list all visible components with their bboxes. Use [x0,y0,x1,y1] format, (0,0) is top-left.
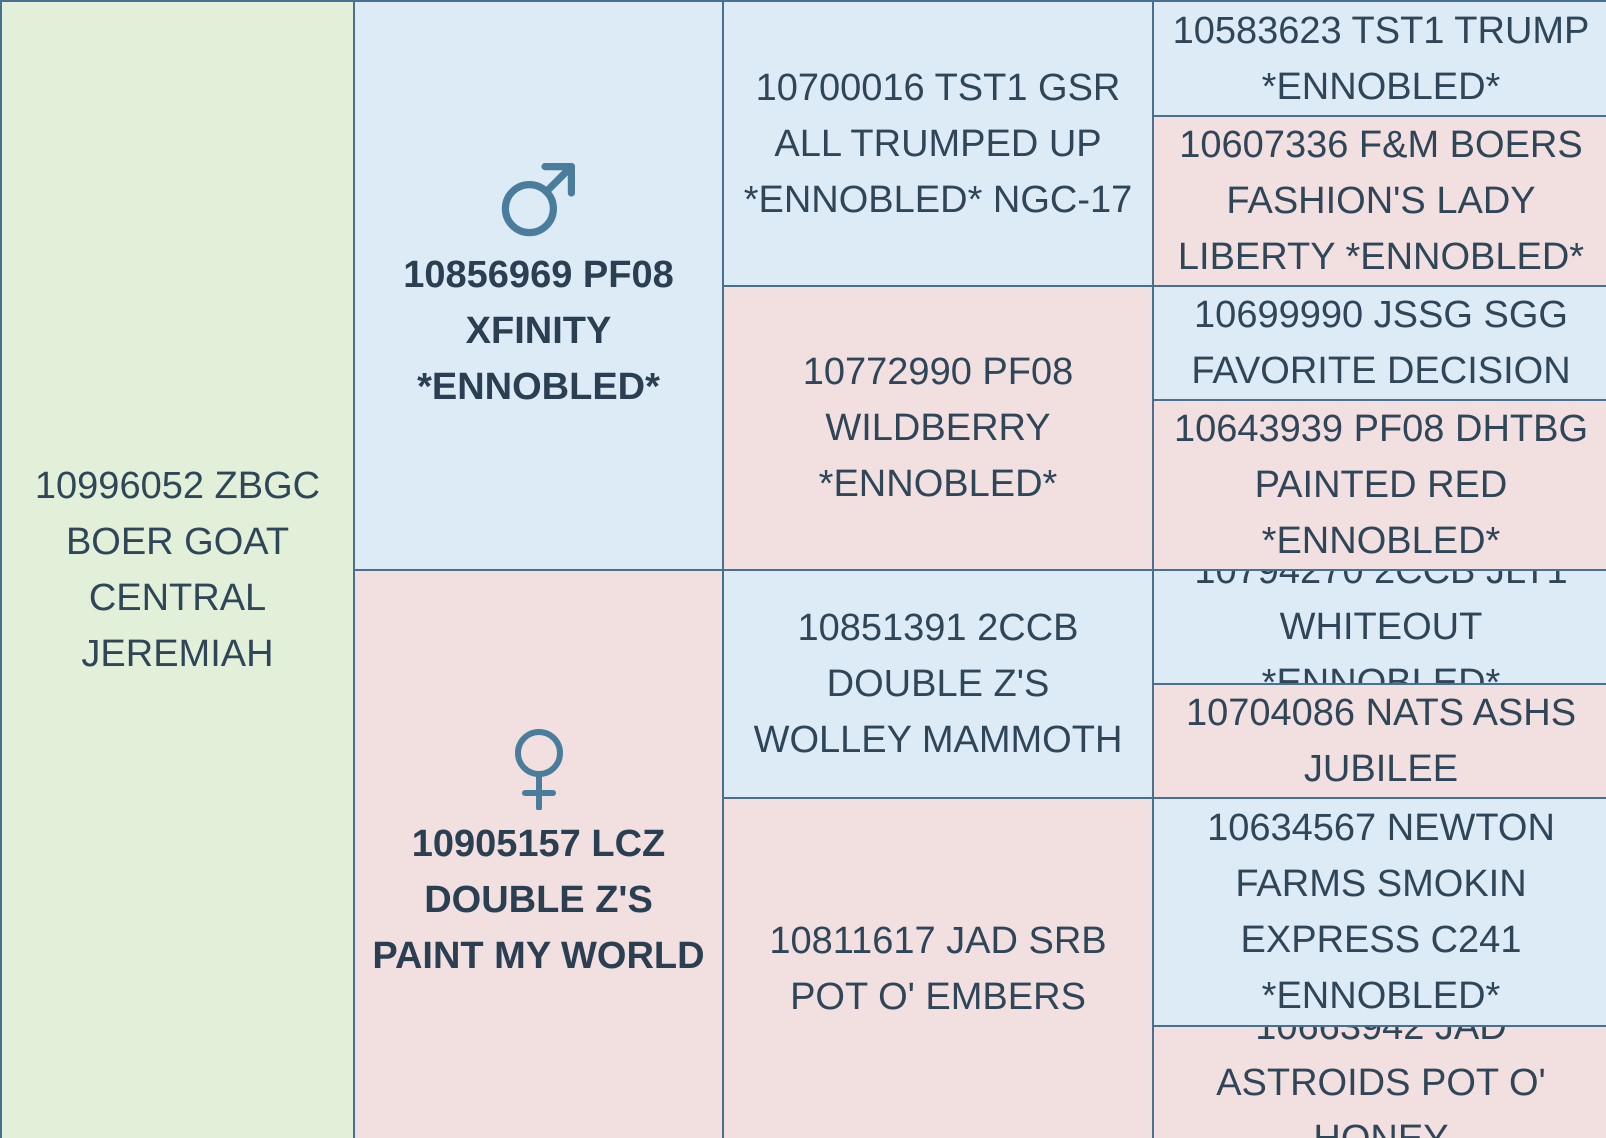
great-grandparent-name: 10607336 F&M BOERS FASHION'S LADY LIBERT… [1177,124,1585,278]
dam-cell[interactable]: 10905157 LCZ DOUBLE Z'S PAINT MY WORLD [355,571,724,1138]
great-grandparent-cell-2[interactable]: 10607336 F&M BOERS FASHION'S LADY LIBERT… [1154,117,1606,287]
great-grandparent-cell-1[interactable]: 10583623 TST1 TRUMP *ENNOBLED* [1154,2,1606,117]
granddam-paternal-name: 10772990 PF08 WILDBERRY *ENNOBLED* [802,351,1074,505]
great-grandparent-name: 10704086 NATS ASHS JUBILEE [1185,692,1577,790]
great-grandparent-cell-7[interactable]: 10634567 NEWTON FARMS SMOKIN EXPRESS C24… [1154,799,1606,1027]
great-grandparent-name: 10663942 JAD ASTROIDS POT O' HONEY [1216,1027,1546,1138]
female-symbol-icon [514,728,563,810]
male-symbol-icon [501,162,575,236]
grandsire-paternal-cell[interactable]: 10700016 TST1 GSR ALL TRUMPED UP *ENNOBL… [724,2,1154,287]
great-grandparent-cell-8[interactable]: 10663942 JAD ASTROIDS POT O' HONEY [1154,1027,1606,1138]
sire-cell[interactable]: 10856969 PF08 XFINITY *ENNOBLED* [355,2,724,571]
great-grandparent-cell-4[interactable]: 10643939 PF08 DHTBG PAINTED RED *ENNOBLE… [1154,401,1606,571]
great-grandparent-name: 10794270 2CCB JLT1 WHITEOUT *ENNOBLED* [1194,571,1568,685]
great-grandparent-name: 10583623 TST1 TRUMP *ENNOBLED* [1172,9,1590,108]
great-grandparent-cell-3[interactable]: 10699990 JSSG SGG FAVORITE DECISION [1154,287,1606,401]
granddam-maternal-name: 10811617 JAD SRB POT O' EMBERS [769,919,1107,1018]
subject-cell[interactable]: 10996052 ZBGC BOER GOAT CENTRAL JEREMIAH [2,2,355,1138]
great-grandparent-name: 10643939 PF08 DHTBG PAINTED RED *ENNOBLE… [1173,408,1588,562]
great-grandparent-name: 10699990 JSSG SGG FAVORITE DECISION [1191,294,1571,392]
great-grandparent-cell-6[interactable]: 10704086 NATS ASHS JUBILEE [1154,685,1606,799]
great-grandparent-name: 10634567 NEWTON FARMS SMOKIN EXPRESS C24… [1207,807,1555,1017]
subject-name: 10996052 ZBGC BOER GOAT CENTRAL JEREMIAH [34,465,321,675]
sire-name: 10856969 PF08 XFINITY *ENNOBLED* [403,253,674,408]
great-grandparent-cell-5[interactable]: 10794270 2CCB JLT1 WHITEOUT *ENNOBLED* [1154,571,1606,685]
granddam-paternal-cell[interactable]: 10772990 PF08 WILDBERRY *ENNOBLED* [724,287,1154,571]
grandsire-maternal-name: 10851391 2CCB DOUBLE Z'S WOLLEY MAMMOTH [753,607,1123,761]
dam-name: 10905157 LCZ DOUBLE Z'S PAINT MY WORLD [372,822,705,977]
grandsire-paternal-name: 10700016 TST1 GSR ALL TRUMPED UP *ENNOBL… [743,66,1133,221]
grandsire-maternal-cell[interactable]: 10851391 2CCB DOUBLE Z'S WOLLEY MAMMOTH [724,571,1154,799]
granddam-maternal-cell[interactable]: 10811617 JAD SRB POT O' EMBERS [724,799,1154,1138]
